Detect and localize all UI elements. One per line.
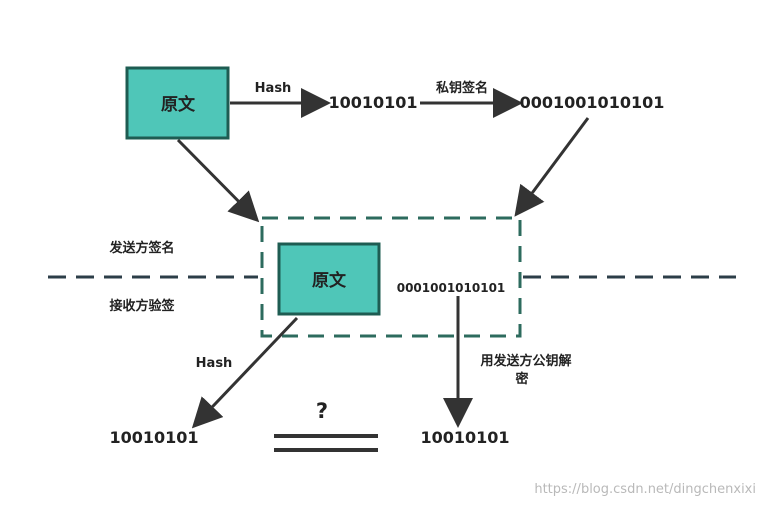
- receiver-computed-digest: 10010101: [109, 428, 198, 447]
- decrypt-label-line1: 用发送方公钥解: [479, 353, 571, 369]
- decrypt-label-line2: 密: [514, 371, 528, 387]
- signature-to-envelope-arrow: [514, 117, 590, 217]
- top-digest: 10010101: [328, 93, 417, 112]
- receiver-hash-arrow: [191, 316, 299, 429]
- top-sign-label: 私钥签名: [436, 80, 488, 96]
- top-signature: 0001001010101: [520, 93, 665, 112]
- middle-original-label: 原文: [312, 270, 347, 291]
- top-original-box: [125, 66, 230, 140]
- receiver-side-label: 接收方验签: [109, 298, 175, 314]
- comparison-question-mark: ?: [316, 399, 328, 423]
- top-original-label: 原文: [161, 94, 196, 115]
- receiver-hash-label: Hash: [196, 356, 233, 371]
- sender-side-label: 发送方签名: [108, 240, 174, 256]
- original-to-envelope-arrow: [176, 138, 260, 223]
- middle-signature: 0001001010101: [397, 281, 506, 295]
- transmitted-package-box: [260, 216, 522, 338]
- decrypted-digest: 10010101: [420, 428, 509, 447]
- top-hash-label: Hash: [255, 81, 292, 96]
- middle-original-box: [277, 242, 381, 316]
- source-watermark: https://blog.csdn.net/dingchenxixi: [534, 482, 756, 497]
